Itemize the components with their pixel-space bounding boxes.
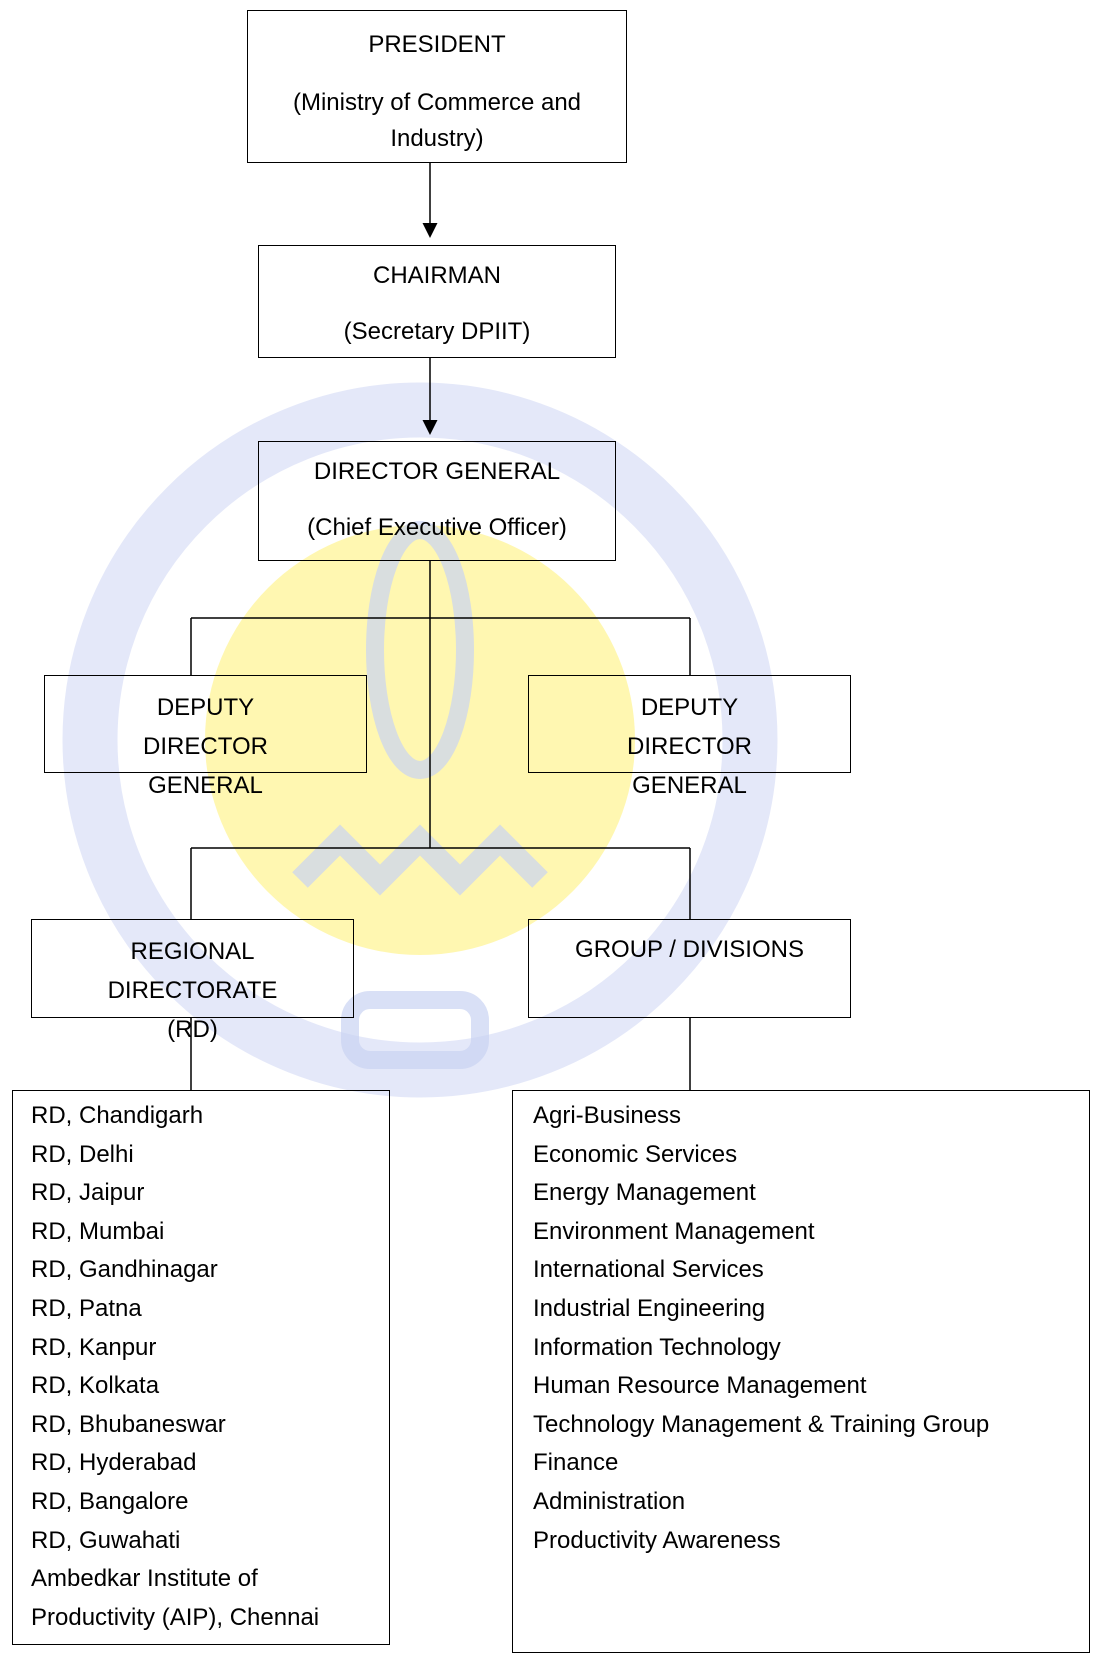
deputy-director-general-left-title: DEPUTY DIRECTOR GENERAL bbox=[143, 694, 268, 799]
group-divisions-list-item: Industrial Engineering bbox=[533, 1294, 766, 1322]
regional-directorate-list-item: RD, Hyderabad bbox=[31, 1449, 197, 1477]
group-divisions-list-item: Administration bbox=[533, 1487, 686, 1515]
regional-directorate-title: REGIONAL DIRECTORATE (RD) bbox=[107, 938, 278, 1043]
regional-directorate-list-item: Ambedkar Institute of bbox=[31, 1565, 258, 1593]
chairman-subtitle: (Secretary DPIIT) bbox=[343, 318, 531, 345]
regional-directorate-box: REGIONAL DIRECTORATE (RD) bbox=[31, 919, 354, 1043]
regional-directorate-list-item: RD, Kanpur bbox=[31, 1333, 157, 1361]
regional-directorate-list-item: RD, Mumbai bbox=[31, 1217, 165, 1245]
director-general-title: DIRECTOR GENERAL bbox=[313, 458, 561, 485]
regional-directorate-list-item: RD, Delhi bbox=[31, 1140, 134, 1168]
group-divisions-list-item: Economic Services bbox=[533, 1140, 738, 1168]
group-divisions-list-item: Agri-Business bbox=[533, 1102, 682, 1129]
group-divisions-list-item: International Services bbox=[533, 1256, 764, 1284]
group-divisions-list-item: Information Technology bbox=[533, 1333, 781, 1361]
regional-directorate-list-item: RD, Guwahati bbox=[31, 1526, 181, 1554]
president-subtitle: (Ministry of Commerce and Industry) bbox=[292, 89, 582, 152]
group-divisions-list-item: Productivity Awareness bbox=[533, 1526, 781, 1554]
regional-directorate-list-item: Productivity (AIP), Chennai bbox=[31, 1603, 320, 1631]
group-divisions-list-item: Finance bbox=[533, 1449, 619, 1477]
group-divisions-list-item: Energy Management bbox=[533, 1179, 756, 1207]
regional-directorate-list-item: RD, Kolkata bbox=[31, 1372, 160, 1400]
regional-directorate-list-item: RD, Chandigarh bbox=[31, 1102, 204, 1129]
regional-directorate-list-item: RD, Bangalore bbox=[31, 1487, 189, 1515]
chairman-title: CHAIRMAN bbox=[372, 262, 501, 289]
deputy-director-general-right-title: DEPUTY DIRECTOR GENERAL bbox=[627, 694, 752, 799]
president-box: PRESIDENT (Ministry of Commerce and Indu… bbox=[247, 10, 627, 163]
deputy-director-general-right-box: DEPUTY DIRECTOR GENERAL bbox=[528, 675, 851, 799]
group-divisions-list-item: Environment Management bbox=[533, 1217, 815, 1245]
regional-directorate-list-item: RD, Patna bbox=[31, 1294, 142, 1322]
regional-directorate-list-item: RD, Gandhinagar bbox=[31, 1256, 218, 1284]
deputy-director-general-left-box: DEPUTY DIRECTOR GENERAL bbox=[44, 675, 367, 799]
regional-directorate-list-item: RD, Bhubaneswar bbox=[31, 1410, 226, 1438]
director-general-box: DIRECTOR GENERAL (Chief Executive Office… bbox=[258, 441, 616, 561]
group-divisions-list-item: Human Resource Management bbox=[533, 1372, 867, 1400]
group-divisions-title: GROUP / DIVISIONS bbox=[575, 936, 804, 963]
regional-directorate-list-item: RD, Jaipur bbox=[31, 1179, 145, 1207]
director-general-subtitle: (Chief Executive Officer) bbox=[307, 514, 567, 541]
president-title: PRESIDENT bbox=[368, 31, 506, 58]
group-divisions-list-item: Technology Management & Training Group bbox=[533, 1410, 990, 1438]
chairman-box: CHAIRMAN (Secretary DPIIT) bbox=[258, 245, 616, 358]
group-divisions-box: GROUP / DIVISIONS bbox=[528, 919, 851, 1018]
